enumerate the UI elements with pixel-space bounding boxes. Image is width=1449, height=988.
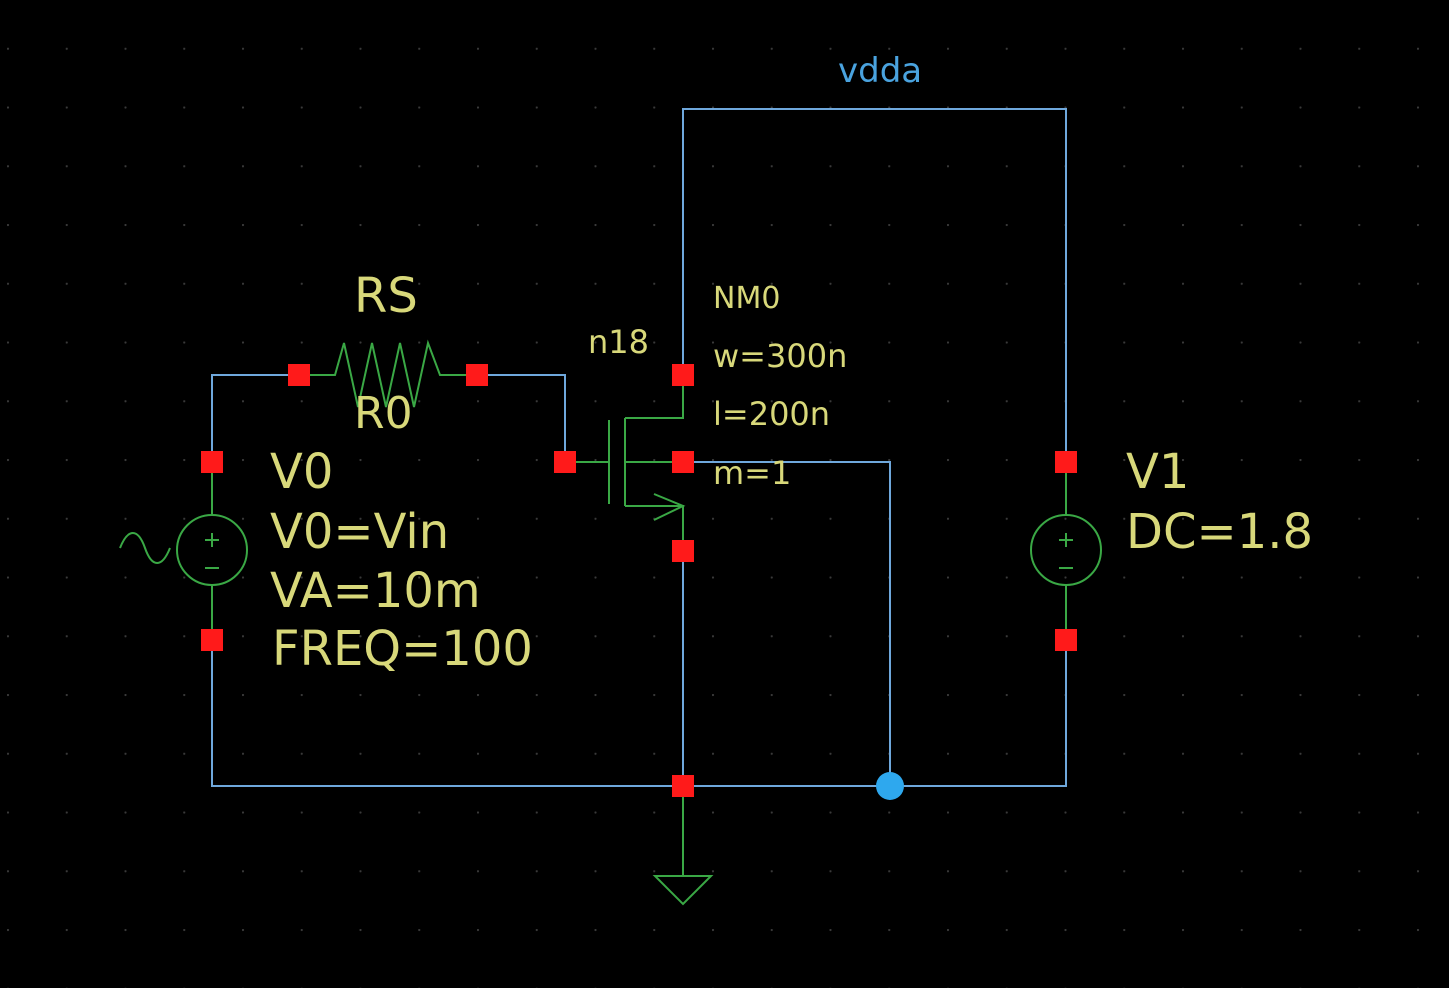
pin-nmos-bulk[interactable] (672, 451, 694, 473)
nmos-model-label: n18 (588, 323, 649, 361)
sine-wave-icon (119, 532, 171, 564)
pin-nmos-gate[interactable] (554, 451, 576, 473)
pin-ground[interactable] (672, 775, 694, 797)
v0-instance-label: V0 (270, 444, 333, 500)
nmos-width-label: w=300n (713, 337, 847, 375)
resistor-instance-label: R0 (354, 388, 413, 439)
v0-param-v0: V0=Vin (270, 504, 449, 560)
net-label-vdda[interactable]: vdda (838, 51, 922, 91)
resistor-symbol[interactable] (299, 339, 477, 408)
wire-ground-bus[interactable] (211, 640, 1067, 787)
wire-input-loop[interactable] (211, 374, 299, 462)
pin-v0-plus[interactable] (201, 451, 223, 473)
wire-bulk[interactable] (683, 461, 891, 786)
nmos-multiplier-label: m=1 (713, 454, 791, 492)
wire-vdda[interactable] (682, 108, 1067, 462)
wires (211, 108, 1067, 787)
wire-rs-to-gate[interactable] (477, 374, 566, 462)
junction-dot[interactable] (876, 772, 904, 800)
pin-v1-plus[interactable] (1055, 451, 1077, 473)
pin-nmos-drain[interactable] (672, 364, 694, 386)
pin-v1-minus[interactable] (1055, 629, 1077, 651)
nmos-length-label: l=200n (713, 395, 830, 433)
nmos-instance-label: NM0 (713, 281, 780, 316)
v1-param-dc: DC=1.8 (1126, 504, 1313, 560)
ground-icon[interactable] (652, 786, 714, 906)
pin-v0-minus[interactable] (201, 629, 223, 651)
pin-rs-left[interactable] (288, 364, 310, 386)
v0-param-va: VA=10m (270, 563, 481, 619)
v0-param-freq: FREQ=100 (272, 621, 533, 677)
pin-nmos-source[interactable] (672, 540, 694, 562)
pin-rs-right[interactable] (466, 364, 488, 386)
pins (201, 364, 1077, 797)
resistor-name-label: RS (354, 268, 418, 324)
v1-instance-label: V1 (1126, 444, 1189, 500)
